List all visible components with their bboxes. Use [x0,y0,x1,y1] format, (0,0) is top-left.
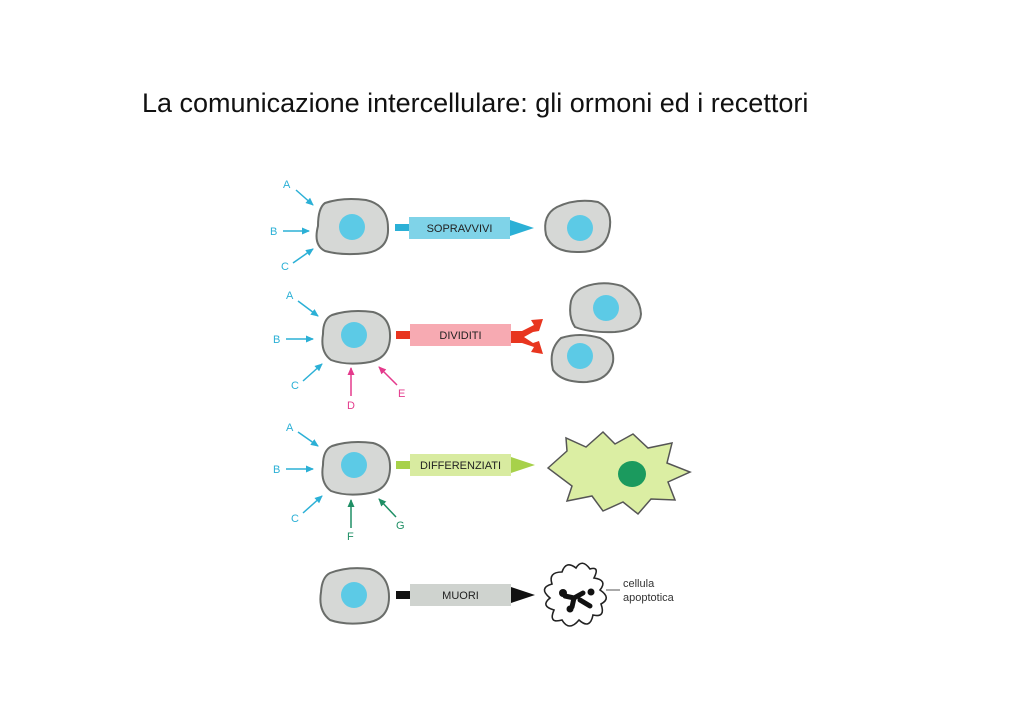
signal-label: C [281,261,289,273]
row-differentiate: A B C F G DIFFERENZIATI [273,422,692,543]
row-divide: A B C D E DIVIDITI [273,282,643,412]
signal-label: C [291,513,299,525]
nucleus [341,452,367,478]
signal-c: C [291,495,323,525]
signal-label: B [270,226,277,238]
signal-label: D [347,400,355,412]
differentiate-arrow: DIFFERENZIATI [396,454,535,476]
divide-arrow: DIVIDITI [396,319,543,354]
apoptotic-fragments [562,590,593,610]
signal-e: E [378,366,405,400]
result-nucleus [593,295,619,321]
signal-f: F [347,499,355,543]
signal-label: A [283,179,291,191]
die-arrow: MUORI [396,584,535,606]
apoptotic-fragment [566,605,574,613]
signal-a: A [286,290,319,317]
signal-a: A [286,422,319,447]
signal-label: G [396,520,405,532]
nucleus [341,582,367,608]
action-label: DIVIDITI [439,330,481,342]
signal-d: D [347,367,355,412]
signal-c: C [291,363,323,392]
apoptotic-label-line1: cellula [623,578,655,590]
row-die: MUORI cellula apoptotica [319,562,675,627]
page-title: La comunicazione intercellulare: gli orm… [142,88,809,118]
signal-a: A [283,179,314,206]
action-label: MUORI [442,590,479,602]
signal-label: F [347,531,354,543]
signal-g: G [378,498,405,532]
signal-c: C [281,248,314,273]
row-survive: A B C SOPRAVVIVI [270,179,612,273]
signal-label: A [286,290,294,302]
nucleus [339,214,365,240]
signal-label: B [273,464,280,476]
survive-arrow: SOPRAVVIVI [395,217,534,239]
apoptotic-fragment [559,589,567,597]
action-label: DIFFERENZIATI [420,460,501,472]
result-nucleus [567,343,593,369]
result-nucleus [567,215,593,241]
signal-label: A [286,422,294,434]
signal-b: B [270,226,310,238]
signal-b: B [273,464,314,476]
signal-label: C [291,380,299,392]
nucleus [341,322,367,348]
signal-label: E [398,388,405,400]
differentiated-nucleus [618,461,646,487]
apoptotic-fragment [587,588,595,596]
apoptotic-label-line2: apoptotica [623,592,675,604]
signal-label: B [273,334,280,346]
action-label: SOPRAVVIVI [427,223,493,235]
signal-b: B [273,334,314,346]
